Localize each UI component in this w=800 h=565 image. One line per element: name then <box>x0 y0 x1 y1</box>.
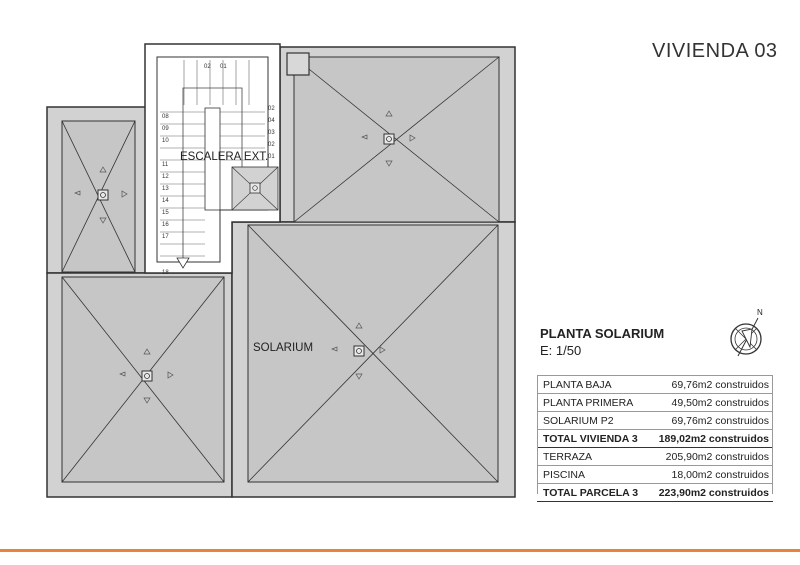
step-label: 14 <box>162 198 169 204</box>
drain-icon <box>141 370 153 382</box>
row-label: PLANTA BAJA <box>537 375 649 394</box>
step-label: 01 <box>268 154 275 160</box>
page-title: VIVIENDA 03 <box>652 40 778 62</box>
stair-arrow-icon <box>176 257 190 269</box>
step-label: 09 <box>162 126 169 132</box>
sheet-title: PLANTA SOLARIUM <box>540 326 665 341</box>
row-label: TERRAZA <box>537 447 649 466</box>
step-label: 18 <box>162 270 169 276</box>
step-label: 01 <box>220 64 227 70</box>
step-label: 02 <box>268 106 275 112</box>
drain-icon <box>97 189 109 201</box>
row-label: SOLARIUM P2 <box>537 411 649 430</box>
row-value: 189,02m2 construidos <box>648 429 773 448</box>
step-label: 12 <box>162 174 169 180</box>
row-value: 69,76m2 construidos <box>648 411 773 430</box>
step-label: 17 <box>162 234 169 240</box>
row-label: TOTAL PARCELA 3 <box>537 483 649 502</box>
label-solarium: SOLARIUM <box>253 342 313 354</box>
step-label: 11 <box>162 162 169 168</box>
row-label: TOTAL VIVIENDA 3 <box>537 429 649 448</box>
north-compass-icon: N <box>730 308 763 357</box>
step-label: 08 <box>162 114 169 120</box>
step-label: 16 <box>162 222 169 228</box>
footer-accent-line <box>0 549 800 552</box>
row-value: 69,76m2 construidos <box>648 375 773 394</box>
row-value: 49,50m2 construidos <box>648 393 773 412</box>
step-label: 04 <box>268 118 275 124</box>
row-label: PISCINA <box>537 465 649 484</box>
row-value: 223,90m2 construidos <box>648 483 773 502</box>
step-label: 02 <box>268 142 275 148</box>
scale-label: E: 1/50 <box>540 343 582 358</box>
drain-icon <box>353 345 365 357</box>
step-label: 02 <box>204 64 211 70</box>
step-label: 13 <box>162 186 169 192</box>
row-label: PLANTA PRIMERA <box>537 393 649 412</box>
chimney <box>286 52 310 76</box>
step-label: 03 <box>268 130 275 136</box>
row-value: 18,00m2 construidos <box>648 465 773 484</box>
compass-north-label: N <box>757 308 763 317</box>
drain-icon <box>383 133 395 145</box>
step-label: 10 <box>162 138 169 144</box>
stair-block <box>144 43 281 274</box>
step-label: 15 <box>162 210 169 216</box>
row-value: 205,90m2 construidos <box>648 447 773 466</box>
label-escalera: ESCALERA EXT. <box>180 151 268 163</box>
